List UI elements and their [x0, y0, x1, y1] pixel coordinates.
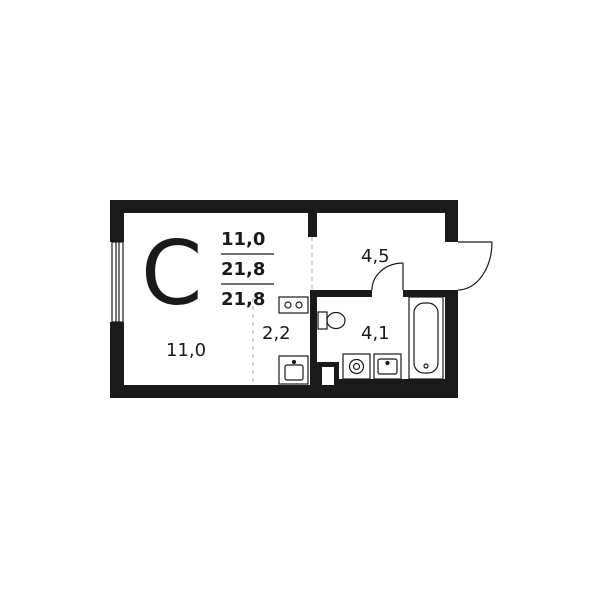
window-left: [111, 241, 124, 323]
living-room-area: 11,0: [166, 340, 206, 361]
burner-2: [295, 301, 303, 309]
bathtub: [408, 296, 444, 380]
apartment-type-letter: С: [141, 222, 202, 325]
wall-right-upper: [445, 200, 458, 242]
wall-top: [110, 200, 458, 213]
stove: [278, 296, 309, 314]
burner-1: [284, 301, 292, 309]
kitchen-area: 2,2: [262, 323, 291, 344]
wall-right-lower: [445, 290, 458, 398]
wall-bath-left: [310, 290, 317, 385]
bathroom-door: [371, 262, 404, 291]
wall-bottom: [110, 385, 458, 398]
entrance-door: [457, 241, 493, 291]
toilet: [317, 311, 346, 330]
wall-left-lower: [110, 322, 124, 398]
living-area-stat: 11,0: [221, 229, 265, 250]
kitchen-sink: [278, 355, 309, 385]
bathroom-area: 4,1: [361, 323, 390, 344]
wall-stub-top: [308, 213, 317, 237]
interior-walls: [308, 213, 445, 385]
wall-left-upper: [110, 200, 124, 242]
wall-bath-bottom: [339, 379, 445, 385]
zone-separators: [252, 237, 313, 385]
shaft-void: [322, 367, 334, 385]
total-area-stat-2: 21,8: [221, 289, 265, 310]
wall-bath-top-right: [403, 290, 445, 297]
hallway-area: 4,5: [361, 246, 390, 267]
total-area-stat: 21,8: [221, 259, 265, 280]
area-summary: 11,0 21,8 21,8: [221, 229, 274, 310]
washing-machine: [342, 353, 371, 380]
wall-bath-top-left: [310, 290, 372, 297]
bathroom-sink: [373, 353, 402, 380]
exterior-walls: [110, 200, 458, 398]
